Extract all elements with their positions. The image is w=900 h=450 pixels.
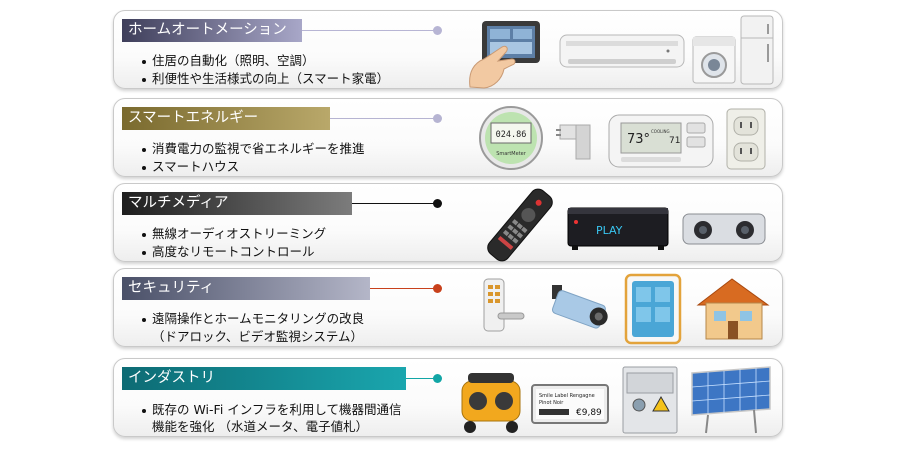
category-panel-industry: インダストリ 既存の Wi-Fi インフラを利用して機器間通信 機能を強化 （水… [113,358,783,437]
connector-line [370,288,436,290]
meter-brand: SmartMeter [496,151,527,157]
bullet-item: 機能を強化 （水道メータ、電子値札） [152,419,369,434]
bullet-item: スマートハウス [142,158,365,176]
bullet-list: 住居の自動化（照明、空調） 利便性や生活様式の向上（スマート家電） [142,52,389,88]
electronic-shelf-label-icon: Smile Label Rengagne Pinot Noir €9,89 [531,384,609,424]
connector-dot [433,114,442,123]
bullet-list: 消費電力の監視で省エネルギーを推進 スマートハウス [142,140,365,176]
connector-line [330,118,436,120]
category-panel-security: セキュリティ 遠隔操作とホームモニタリングの改良 （ドアロック、ビデオ監視システ… [113,268,783,347]
category-panel-multimedia: マルチメディア 無線オーディオストリーミング 高度なリモートコントロール PLA… [113,183,783,262]
connector-line [352,203,436,205]
projector-icon [682,213,766,245]
connector-dot [433,199,442,208]
solar-panel-icon [691,366,771,434]
connector-line [302,30,436,32]
bullet-list: 無線オーディオストリーミング 高度なリモートコントロール [142,225,326,261]
category-title: ホームオートメーション [122,19,302,42]
security-camera-icon [551,285,608,329]
media-player-icon: PLAY [567,207,669,250]
generator-icon [461,373,521,433]
category-title: スマートエネルギー [122,107,330,130]
bullet-item: （ドアロック、ビデオ監視システム） [152,329,364,344]
air-conditioner-icon [559,34,685,68]
category-title: セキュリティ [122,277,370,300]
esl-line-1: Smile Label Rengagne [539,393,595,399]
bullet-item: 高度なリモートコントロール [142,243,326,261]
esl-price: €9,89 [576,408,602,418]
touch-tablet-icon [469,21,540,89]
thermostat-mode: COOLING [651,129,670,134]
remote-control-icon [487,188,553,262]
wall-outlet-icon [726,108,766,170]
bullet-item: 住居の自動化（照明、空調） [142,52,389,70]
washing-machine-icon [692,36,736,84]
category-panel-smart-energy: スマートエネルギー 消費電力の監視で省エネルギーを推進 スマートハウス 024.… [113,98,783,177]
thermostat-setpoint: 71 [669,136,680,146]
bullet-list: 既存の Wi-Fi インフラを利用して機器間通信 機能を強化 （水道メータ、電子… [142,401,402,435]
category-title: マルチメディア [122,192,352,215]
thermostat-icon: 73° 71 COOLING [608,114,714,168]
refrigerator-icon [740,15,774,85]
electric-box-icon [622,366,678,434]
bullet-item: 遠隔操作とホームモニタリングの改良 [142,310,364,328]
category-title: インダストリ [122,367,406,390]
player-label: PLAY [596,224,623,237]
connector-dot [433,284,442,293]
power-adapter-icon [556,124,591,160]
connector-line [406,378,436,380]
house-icon [696,278,770,340]
esl-line-2: Pinot Noir [539,400,564,406]
bullet-item: 利便性や生活様式の向上（スマート家電） [142,70,389,88]
bullet-item: 無線オーディオストリーミング [142,225,326,243]
thermostat-temp: 73° [627,132,650,147]
category-panel-home-automation: ホームオートメーション 住居の自動化（照明、空調） 利便性や生活様式の向上（スマ… [113,10,783,89]
keypad-lock-icon [483,278,525,332]
bullet-item: 既存の Wi-Fi インフラを利用して機器間通信 [142,401,402,418]
bullet-list: 遠隔操作とホームモニタリングの改良 （ドアロック、ビデオ監視システム） [142,310,364,346]
connector-dot [433,374,442,383]
smart-panel-icon [624,273,682,345]
smart-meter-icon: 024.86 SmartMeter [479,106,543,170]
meter-reading: 024.86 [496,130,527,140]
connector-dot [433,26,442,35]
bullet-item: 消費電力の監視で省エネルギーを推進 [142,140,365,158]
